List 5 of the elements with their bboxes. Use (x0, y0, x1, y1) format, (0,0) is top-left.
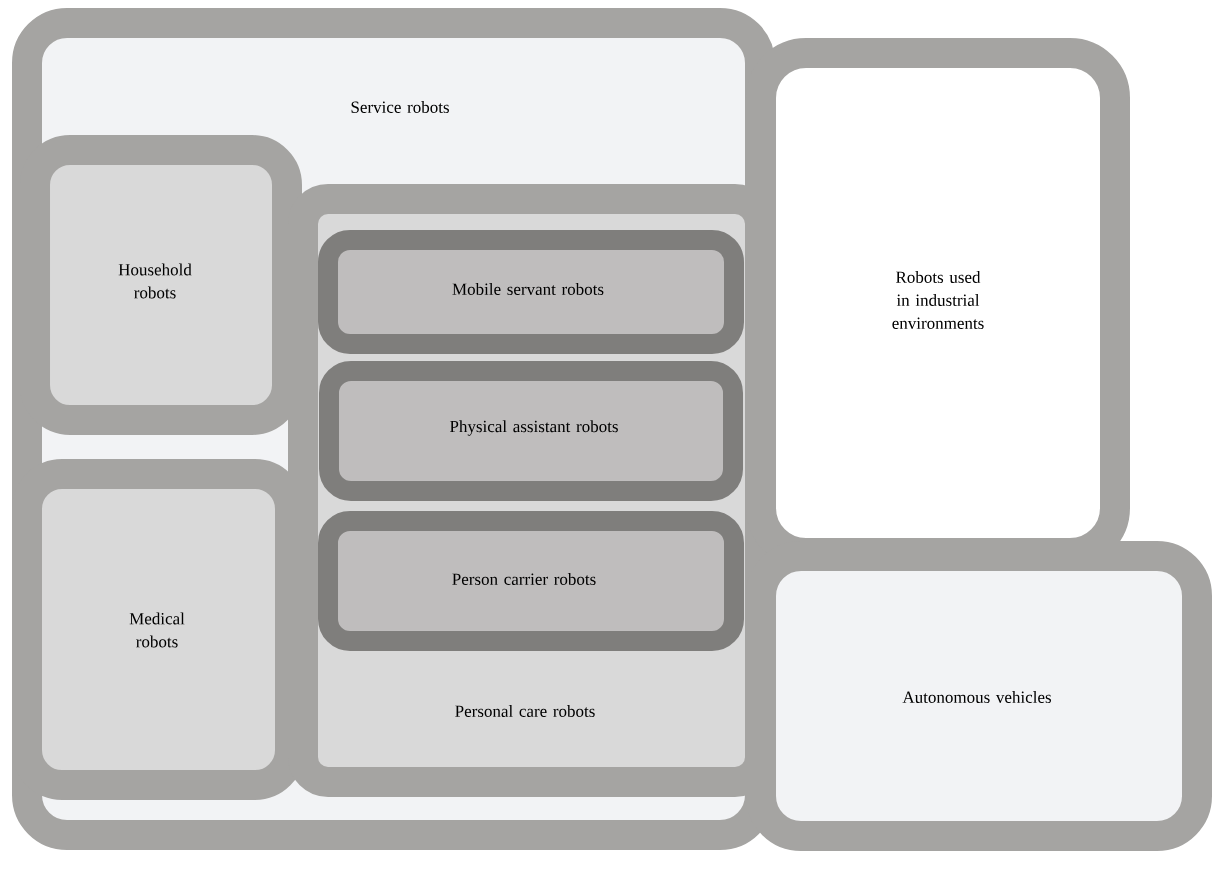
robot-type-box: Physical assistant robots (319, 361, 743, 501)
robot-type-box: Person carrier robots (318, 511, 744, 651)
subcategory-box: Medical robots (12, 459, 305, 800)
subcategory-box: Household robots (20, 135, 302, 435)
robot-type-box: Mobile servant robots (318, 230, 744, 354)
